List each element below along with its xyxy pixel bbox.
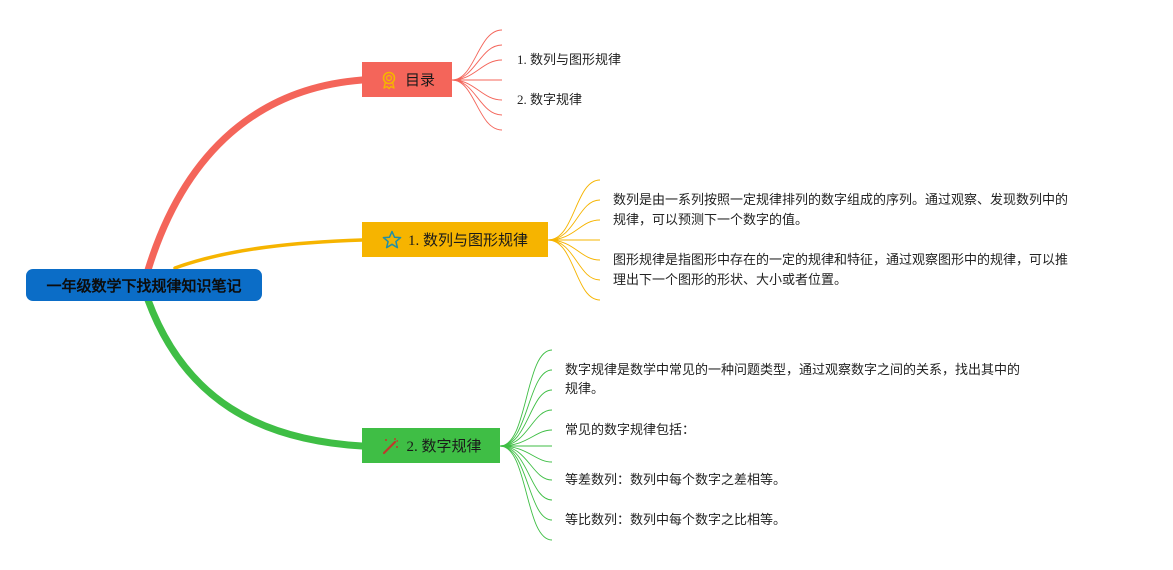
pattern-text-line-2: 理出下一个图形的形状、大小或者位置。	[613, 273, 848, 288]
common-rules-heading: 常见的数字规律包括：	[565, 423, 696, 438]
toc-item-2[interactable]: 2. 数字规律	[517, 92, 583, 107]
geometric-sequence-item: 等比数列：数列中每个数字之比相等。	[565, 513, 787, 528]
branch-sequence-label: 1. 数列与图形规律	[407, 233, 528, 249]
magic-wand-icon	[380, 436, 400, 456]
connector-root-num	[144, 296, 366, 450]
toc-item-1[interactable]: 1. 数列与图形规律	[517, 52, 622, 67]
branch-sequence[interactable]: 1. 数列与图形规律	[362, 222, 548, 257]
pattern-text-line-1: 图形规律是指图形中存在的一定的规律和特征，通过观察图形中的规律，可以推	[613, 253, 1069, 268]
connector-root-seq	[173, 238, 364, 270]
root-title: 一年级数学下找规律知识笔记	[46, 276, 242, 295]
seq-fan	[547, 179, 601, 301]
arithmetic-sequence-item: 等差数列：数列中每个数字之差相等。	[565, 473, 787, 488]
toc-fan	[451, 29, 503, 131]
award-ribbon-icon	[379, 70, 399, 90]
star-outline-icon	[382, 230, 402, 250]
branch-toc[interactable]: 目录	[362, 62, 452, 97]
root-node[interactable]: 一年级数学下找规律知识笔记	[26, 269, 262, 301]
number-rule-text-line-1: 数字规律是数学中常见的一种问题类型，通过观察数字之间的关系，找出其中的	[565, 363, 1021, 378]
branch-number-rules-label: 2. 数字规律	[406, 439, 482, 455]
branch-toc-label: 目录	[404, 71, 435, 89]
branch-number-rules[interactable]: 2. 数字规律	[362, 428, 500, 463]
sequence-text-line-2: 规律，可以预测下一个数字的值。	[613, 213, 809, 228]
num-fan	[499, 349, 553, 541]
connector-root-toc	[144, 76, 366, 274]
sequence-text-line-1: 数列是由一系列按照一定规律排列的数字组成的序列。通过观察、发现数列中的	[613, 193, 1069, 208]
number-rule-text-line-2: 规律。	[565, 382, 605, 397]
